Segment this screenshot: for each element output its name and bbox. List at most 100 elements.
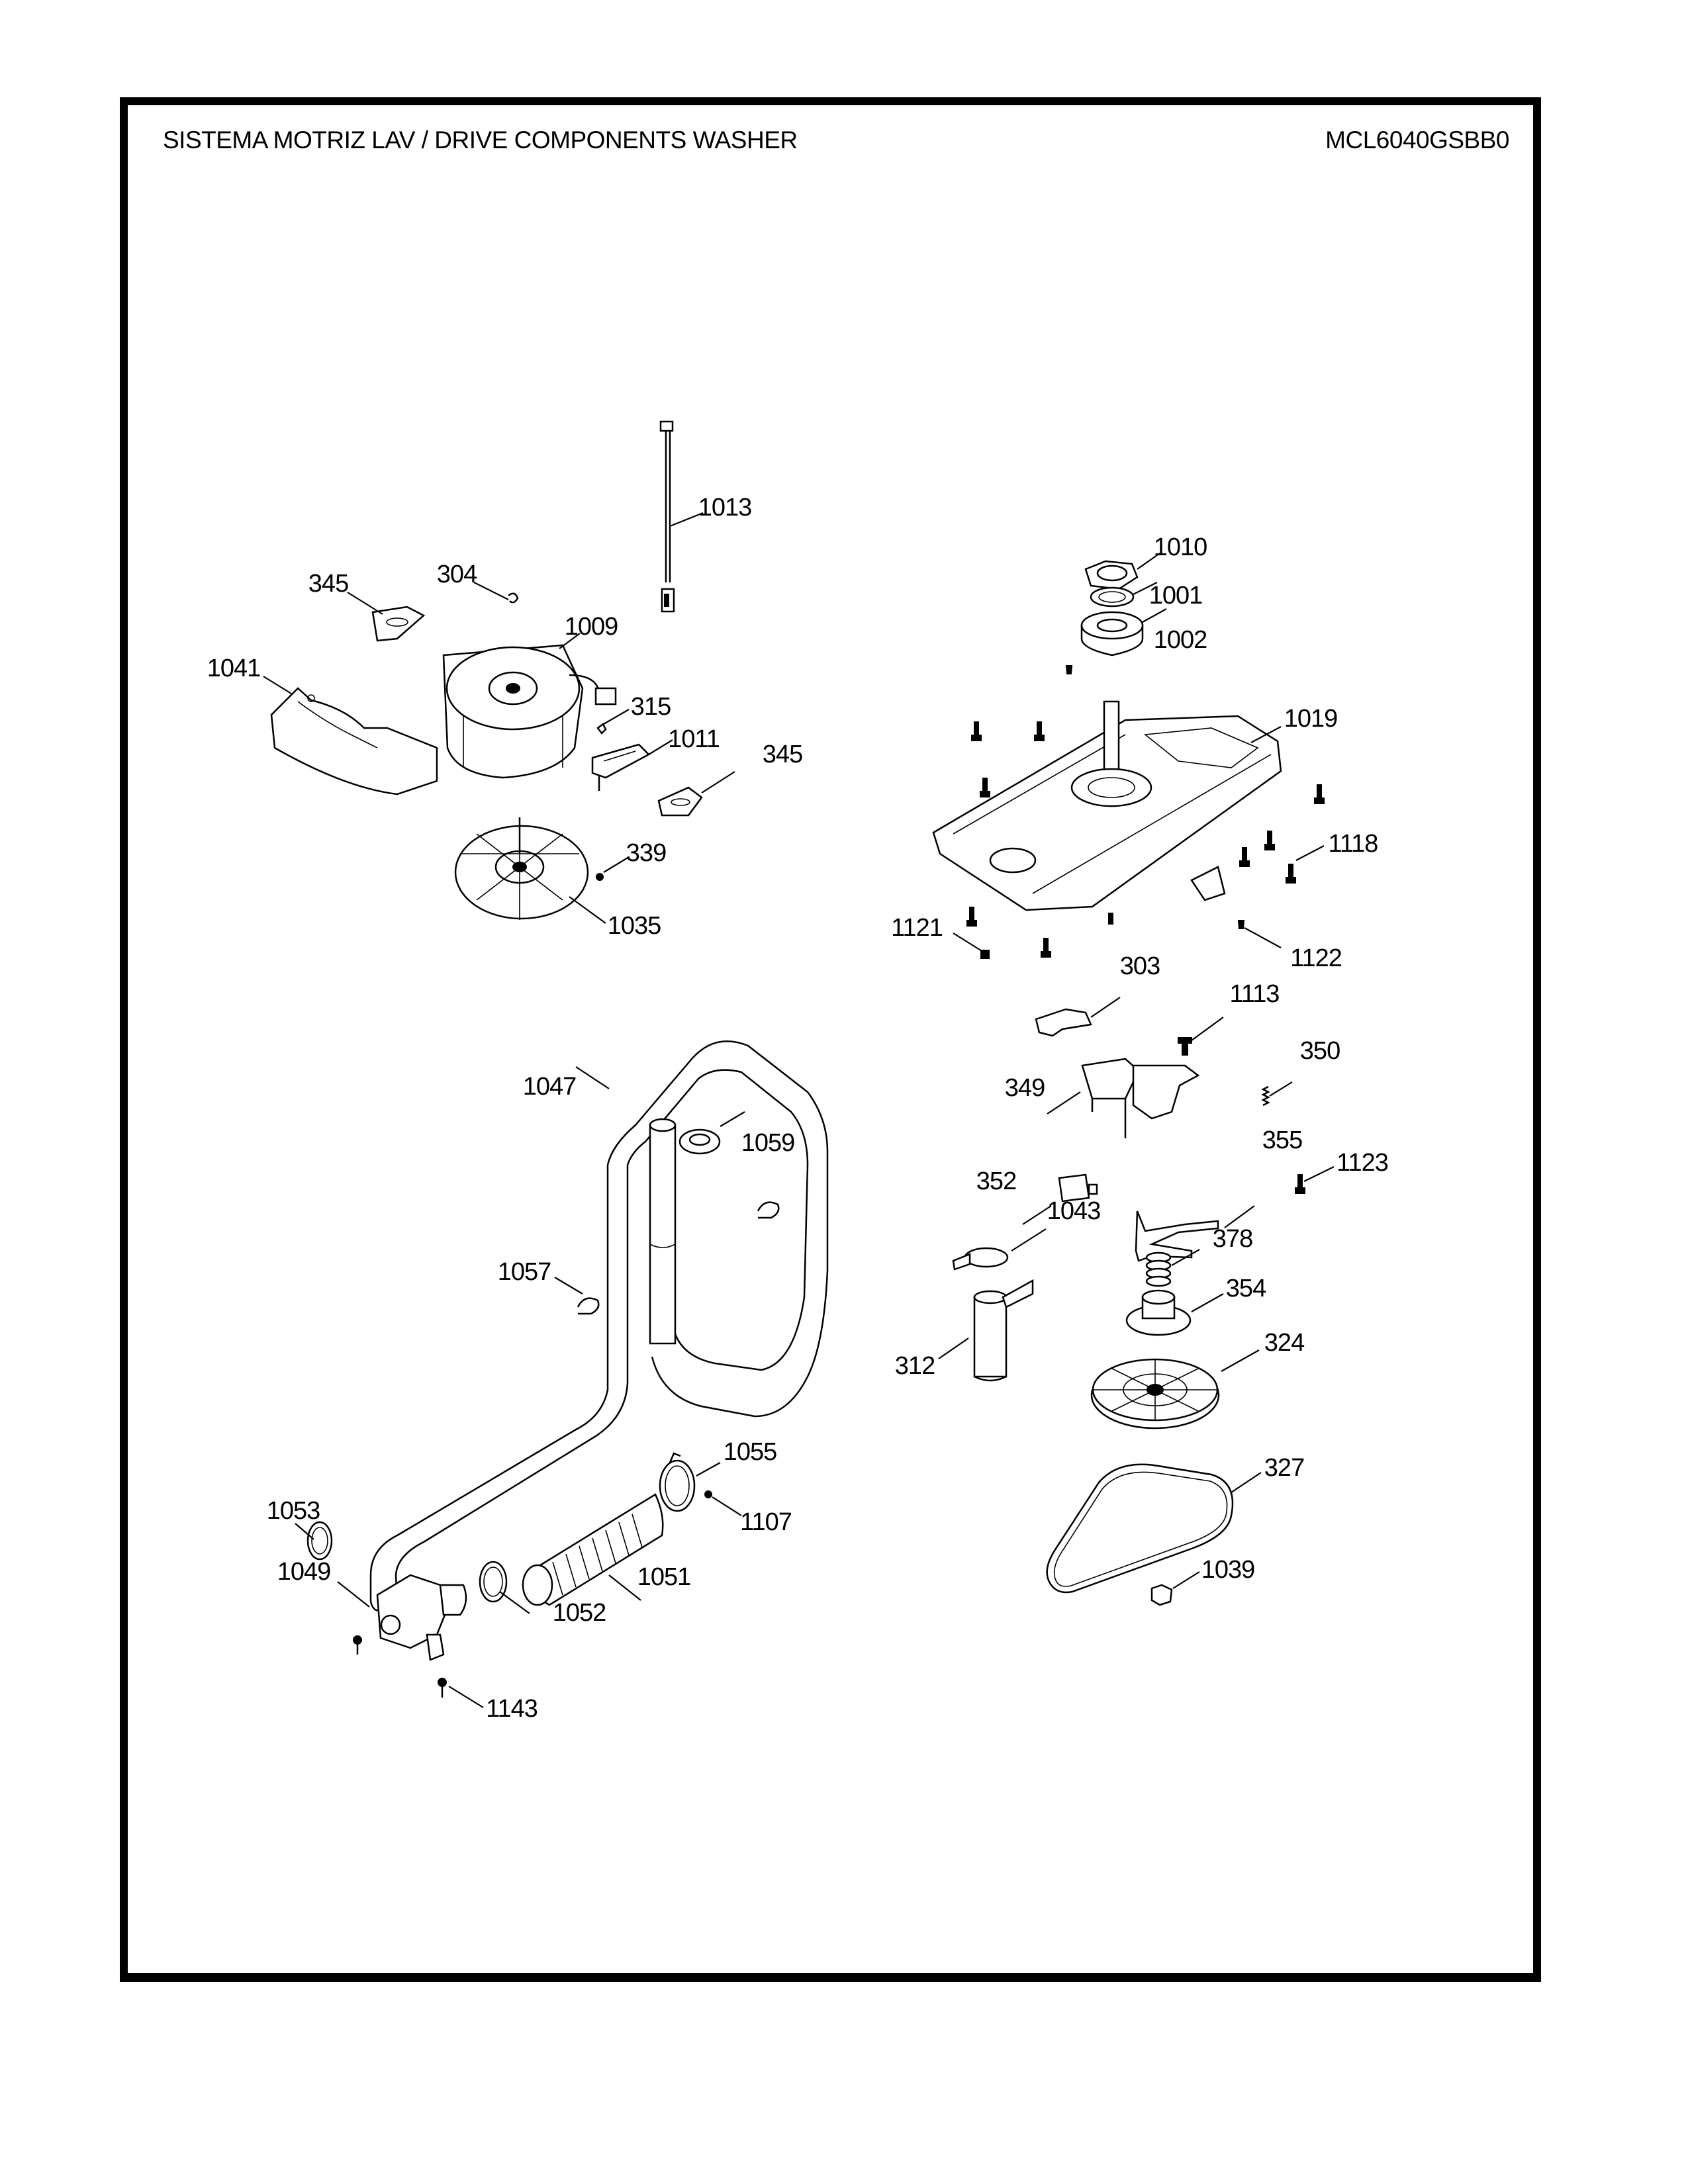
leader-1051 <box>608 1574 641 1601</box>
part-350-spring <box>1261 1085 1270 1107</box>
part-label-1053: 1053 <box>266 1497 321 1525</box>
part-label-352: 352 <box>976 1167 1017 1195</box>
leader-315 <box>603 709 630 725</box>
leader-1049 <box>337 1581 370 1608</box>
leader-1011 <box>648 739 673 755</box>
part-1123-screw <box>1295 1174 1305 1194</box>
part-label-350: 350 <box>1299 1037 1340 1065</box>
screw <box>1239 847 1250 867</box>
leader-1143 <box>448 1686 484 1708</box>
leader-339 <box>603 856 630 873</box>
part-1143-screw <box>438 1678 447 1698</box>
model-number: MCL6040GSBB0 <box>1325 126 1509 154</box>
leader-304 <box>473 582 509 600</box>
part-1057-clip <box>577 1297 600 1315</box>
leader-345-bottom <box>701 771 735 794</box>
part-label-324: 324 <box>1264 1329 1305 1357</box>
part-355-fork <box>1135 1210 1219 1262</box>
leader-352 <box>1022 1205 1052 1225</box>
part-1055-clamp <box>659 1452 696 1512</box>
part-label-327: 327 <box>1264 1454 1305 1482</box>
leader-1043 <box>1011 1228 1047 1251</box>
part-1001-washer <box>1090 586 1135 608</box>
screw <box>1264 831 1275 850</box>
part-label-1010: 1010 <box>1153 533 1208 561</box>
plate-screws <box>966 665 1325 959</box>
part-label-1121: 1121 <box>891 914 943 942</box>
leader-1121 <box>953 933 984 952</box>
part-1051-bellows <box>522 1493 664 1606</box>
part-label-1035: 1035 <box>607 912 662 940</box>
part-label-1143: 1143 <box>486 1695 538 1723</box>
part-1010-nut <box>1084 560 1139 590</box>
screw <box>966 907 977 927</box>
part-label-1047: 1047 <box>522 1073 577 1101</box>
leader-1055 <box>696 1462 721 1477</box>
leader-1122 <box>1244 927 1282 948</box>
part-label-1057: 1057 <box>497 1258 552 1286</box>
part-label-339: 339 <box>626 839 667 867</box>
part-304-clip <box>508 592 519 604</box>
leader-1010 <box>1137 553 1160 570</box>
part-1047-hose <box>369 1040 829 1612</box>
screw <box>1041 938 1051 958</box>
screw <box>971 721 982 741</box>
screw <box>1108 913 1113 925</box>
part-label-1118: 1118 <box>1328 830 1379 858</box>
part-label-1052: 1052 <box>552 1599 607 1627</box>
part-label-349: 349 <box>1004 1074 1045 1102</box>
part-1049-drain-pump <box>376 1574 467 1661</box>
part-312-tube <box>973 1279 1034 1382</box>
leader-1123 <box>1303 1166 1335 1182</box>
part-1052-clamp <box>479 1561 508 1603</box>
part-label-355: 355 <box>1262 1126 1303 1154</box>
part-label-1113: 1113 <box>1229 980 1280 1008</box>
part-354-coupling <box>1125 1289 1192 1336</box>
part-327-belt <box>1046 1463 1234 1594</box>
part-339-ball <box>596 873 604 881</box>
part-label-1043: 1043 <box>1047 1197 1102 1225</box>
screw <box>1237 920 1245 929</box>
screw <box>1286 864 1296 884</box>
leader-1053 <box>295 1523 314 1540</box>
part-1053-clamp <box>306 1521 333 1561</box>
pump-screw <box>353 1635 362 1655</box>
part-1041-shroud <box>270 687 438 796</box>
leader-303 <box>1090 997 1121 1018</box>
screw <box>1065 665 1073 674</box>
part-1039-nut <box>1150 1584 1173 1606</box>
part-label-1019: 1019 <box>1284 705 1338 733</box>
part-1002-seal <box>1080 611 1144 657</box>
leader-1035 <box>569 896 606 924</box>
leader-350 <box>1269 1081 1293 1097</box>
part-1035-fan <box>454 817 589 920</box>
part-352-shift-motor <box>1058 1173 1098 1203</box>
part-label-1059: 1059 <box>741 1129 796 1157</box>
part-label-1009: 1009 <box>564 613 619 641</box>
part-label-1055: 1055 <box>723 1438 778 1466</box>
part-1107-screw <box>704 1490 712 1498</box>
leader-1052 <box>499 1591 530 1614</box>
part-label-1051: 1051 <box>637 1563 692 1591</box>
part-315-clip <box>596 723 607 735</box>
leader-378 <box>1171 1249 1200 1266</box>
diagram-title: SISTEMA MOTRIZ LAV / DRIVE COMPONENTS WA… <box>163 126 798 154</box>
leader-1039 <box>1172 1571 1200 1589</box>
part-324-pulley <box>1090 1358 1220 1430</box>
part-label-303: 303 <box>1119 952 1160 980</box>
part-label-1001: 1001 <box>1149 582 1203 610</box>
leader-349 <box>1047 1091 1081 1115</box>
part-label-1049: 1049 <box>277 1558 332 1586</box>
leader-1057 <box>554 1277 583 1295</box>
leader-1059 <box>720 1111 745 1127</box>
screw <box>980 778 990 797</box>
leader-324 <box>1221 1349 1260 1372</box>
part-label-345-top: 345 <box>308 570 349 598</box>
part-1059-grommet <box>679 1128 721 1155</box>
part-303-bracket <box>1035 1008 1092 1037</box>
leader-1047 <box>575 1066 610 1089</box>
leader-1041 <box>263 676 292 694</box>
hose-clip <box>757 1201 780 1219</box>
part-label-345-bottom: 345 <box>762 741 803 768</box>
